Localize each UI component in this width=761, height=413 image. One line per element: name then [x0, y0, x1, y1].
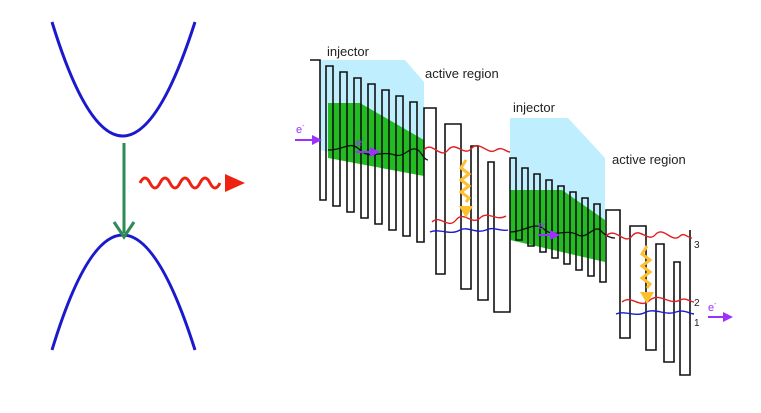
- upper-state-wavefunction-1: [423, 145, 511, 154]
- electron-label-injector-1: e-: [356, 136, 365, 149]
- electron-arrow-icon-injector-2: [538, 230, 560, 240]
- electron-label-exit: e-: [708, 301, 717, 314]
- downward-transition-arrow-icon: [112, 143, 136, 240]
- valence-band-curve: [50, 233, 197, 351]
- level-3-label: 3: [694, 240, 700, 251]
- active-region-label-1: active region: [425, 66, 499, 81]
- conduction-band-curve: [50, 21, 197, 138]
- electron-label-injector-2: e-: [538, 219, 547, 232]
- zigzag-emission-arrow-icon: [458, 159, 473, 218]
- lower-state-wavefunction-2a: [431, 214, 507, 225]
- injector-wavefunction-2: [509, 225, 616, 239]
- injector-label-1: injector: [327, 44, 370, 59]
- injector-wavefunction-1: [327, 144, 429, 161]
- injector-miniband-1: [328, 103, 424, 176]
- electron-label-left: e-: [296, 123, 305, 136]
- electron-arrow-icon-injector-1: [356, 147, 380, 157]
- electron-arrow-icon-left: [295, 135, 322, 145]
- level-2-label: 2: [694, 298, 700, 309]
- zigzag-emission-arrow-icon-2: [639, 245, 654, 304]
- wavy-photon-arrow-icon: [138, 174, 245, 192]
- lower-state-wavefunction-2b: [621, 296, 695, 305]
- electron-arrow-icon-exit: [708, 312, 733, 322]
- lower-state-wavefunction-1a: [429, 227, 509, 233]
- lower-state-wavefunction-1b: [615, 310, 695, 315]
- upper-state-wavefunction-2: [605, 231, 693, 240]
- active-region-label-2: active region: [612, 152, 686, 167]
- injector-label-2: injector: [513, 100, 556, 115]
- level-1-label: 1: [694, 318, 700, 329]
- conduction-band-profile: [310, 59, 691, 376]
